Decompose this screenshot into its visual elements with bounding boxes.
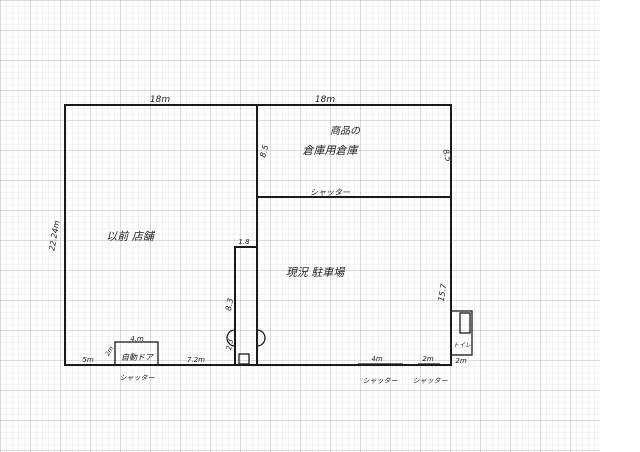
warehouse-label-1: 商品の — [330, 125, 361, 137]
toilet-label: トイレ — [453, 342, 471, 349]
toilet-room — [450, 310, 473, 356]
dim-warehouse-left: 8.5 — [258, 144, 270, 159]
toilet-fixture — [459, 312, 471, 334]
dim-corridor-width: 1.8 — [238, 238, 250, 246]
auto-door-vestibule — [114, 341, 159, 366]
auto-door-shutter-label: シャッター — [120, 374, 156, 382]
warehouse-label-2: 倉庫用倉庫 — [303, 144, 360, 157]
former-store-label: 以前 店舗 — [106, 230, 155, 243]
dim-corridor-length: 8.3 — [224, 298, 235, 312]
dim-shutter-b: 2m — [422, 355, 433, 363]
door-swing-right — [256, 329, 266, 347]
dim-auto-door-depth: 2m — [104, 345, 115, 357]
dim-warehouse-right: 8.5 — [441, 148, 453, 163]
graph-paper-grid — [0, 0, 600, 452]
door-swing-left — [226, 329, 236, 347]
corridor — [234, 246, 257, 365]
auto-door-label: 自動ドア — [121, 353, 154, 362]
parking-label: 現況 駐車場 — [286, 266, 346, 279]
dim-top-right: 18m — [315, 95, 335, 105]
dim-shutter-a: 4m — [371, 355, 382, 363]
dim-left-gap: 5m — [82, 356, 93, 364]
shutter-b-label: シャッター — [413, 377, 449, 385]
dim-auto-door-width: 4.m — [130, 335, 144, 343]
dim-parking-depth: 15.7 — [437, 282, 449, 302]
shutter-a-label: シャッター — [363, 377, 399, 385]
dim-top-left: 18m — [150, 95, 170, 105]
corridor-box — [238, 353, 250, 365]
dim-middle-gap: 7.2m — [187, 356, 205, 364]
dim-toilet-width: 2m — [455, 357, 466, 365]
warehouse-shutter-label: シャッター — [310, 188, 351, 197]
dim-corridor-door: 2.3 — [225, 338, 235, 350]
